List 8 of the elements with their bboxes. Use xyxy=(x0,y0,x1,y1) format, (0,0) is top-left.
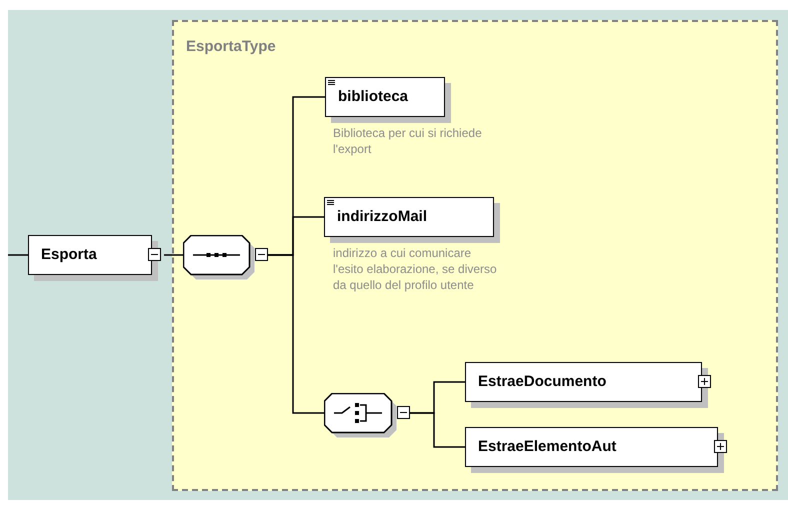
connector-line xyxy=(410,412,465,448)
type-name: EsportaType xyxy=(186,37,276,57)
connector-line xyxy=(268,254,324,414)
annotation-text: indirizzo a cui comunicare l'esito elaborazione, se diverso da quello del profilo utente xyxy=(333,245,498,293)
connector-line xyxy=(164,254,183,256)
complex-type-box xyxy=(172,20,778,491)
annotation-text: Biblioteca per cui si richiede l'export xyxy=(333,125,483,157)
connector-line xyxy=(8,254,28,256)
